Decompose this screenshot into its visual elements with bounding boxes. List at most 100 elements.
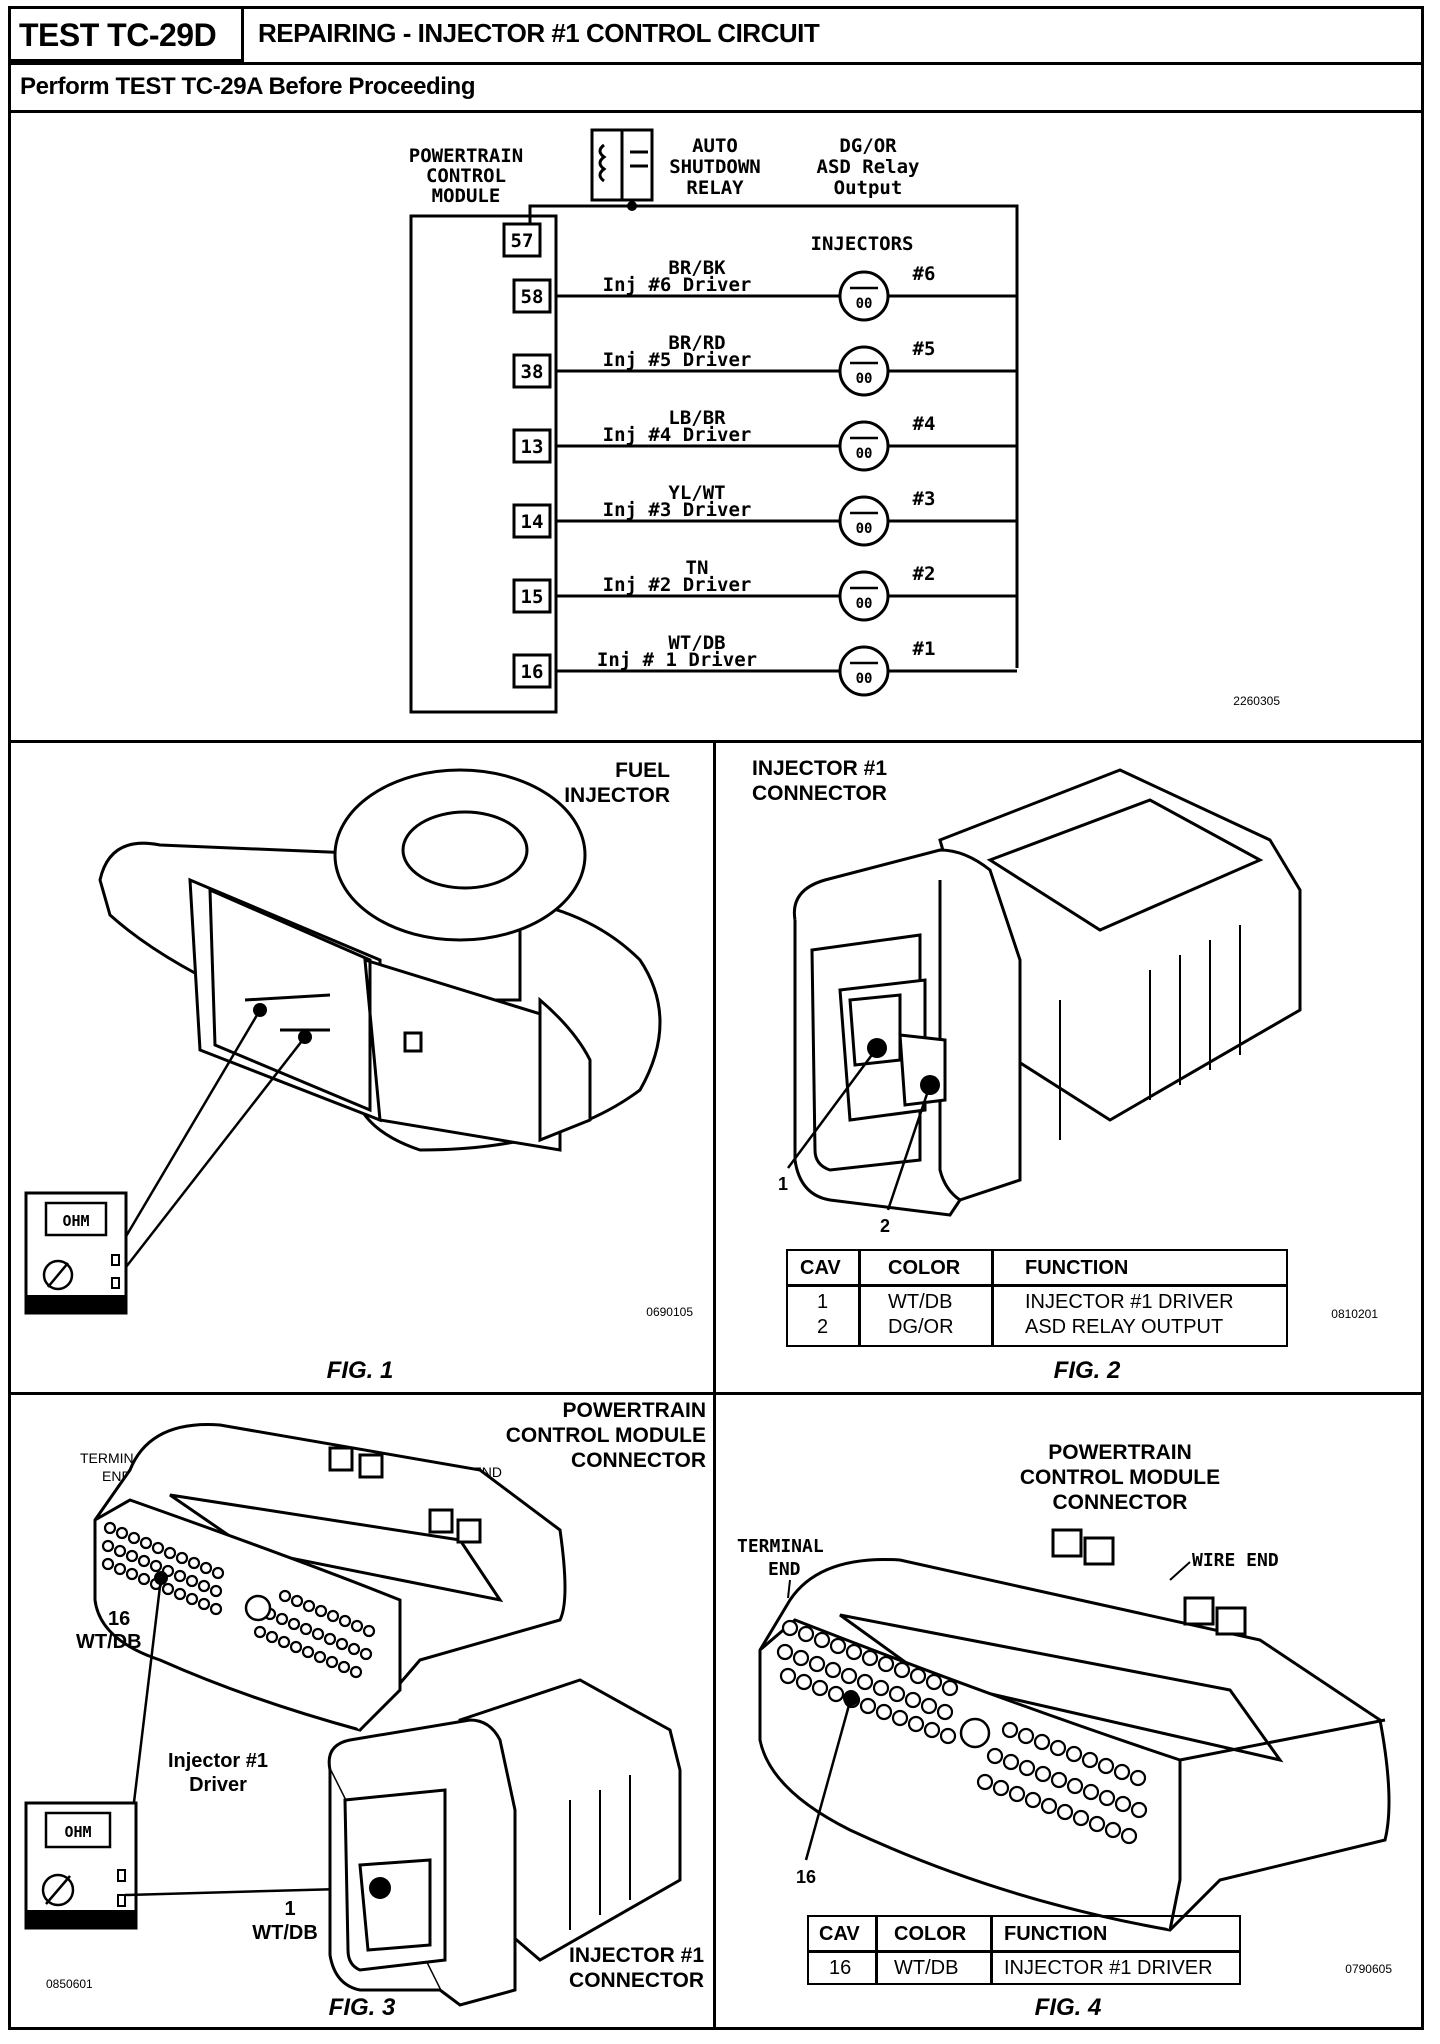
fig3-pin-array [101,1521,376,1679]
connector-pin [861,1649,879,1667]
fig4-image-code: 0790605 [1345,1962,1392,1976]
connector-pin [1129,1769,1147,1787]
connector-pin [1066,1777,1084,1795]
connector-pin [199,1561,213,1575]
connector-pin [265,1630,279,1644]
pin-label: 38 [521,361,544,383]
connector-pin [299,1622,313,1636]
connector-pin [925,1673,943,1691]
connector-pin [277,1635,291,1649]
connector-pin [187,1556,201,1570]
pcm-box [409,214,558,714]
connector-pin [797,1625,815,1643]
connector-pin [1097,1757,1115,1775]
connector-pin [1017,1727,1035,1745]
connector-pin [323,1632,337,1646]
connector-pin [350,1619,364,1633]
fig1-meter-display: OHM [62,1212,89,1230]
connector-pin [137,1572,151,1586]
connector-pin [1024,1791,1042,1809]
connector-pin [289,1640,303,1654]
connector-pin [904,1691,922,1709]
fig2-row1-cav: 1 [817,1291,829,1313]
injector-icon [838,570,890,622]
fig3-injector-label-2: CONNECTOR [569,1969,704,1992]
injector-symbol-text: 00 [856,521,873,537]
pin-label: 16 [521,661,544,683]
connector-pin [139,1536,153,1550]
pin-box [512,428,552,464]
fig2-label-line2: CONNECTOR [752,782,887,805]
injector-number-label: #1 [913,638,936,660]
connector-pin [275,1612,289,1626]
connector-pin [872,1679,890,1697]
connector-pin [359,1647,373,1661]
pin-57-box [502,222,542,258]
pcm-label-2: CONTROL [426,165,506,187]
relay-output-label-2: ASD Relay [817,156,920,178]
fig3-pin-callout-2: WT/DB [76,1631,142,1653]
connector-pin [829,1637,847,1655]
fig3-pcm-label: POWERTRAIN CONTROL MODULE CONNECTOR [470,1398,706,1473]
fig2-label: INJECTOR #1 CONNECTOR [752,756,887,806]
injector-symbol-text: 00 [856,371,873,387]
connector-pin [875,1703,893,1721]
fig4-pin-callout: 16 [796,1867,816,1887]
connector-pin [362,1624,376,1638]
fig2-row1-function: INJECTOR #1 DRIVER [1025,1291,1234,1313]
fig1-probe-lead-1 [110,1009,262,1261]
connector-pin [1120,1827,1138,1845]
connector-pin [891,1709,909,1727]
connector-pin [1056,1803,1074,1821]
connector-pin [347,1642,361,1656]
connector-pin [314,1604,328,1618]
connector-pin [877,1655,895,1673]
connector-pin [1001,1721,1019,1739]
pcm-label-1: POWERTRAIN [409,145,523,167]
connector-pin [301,1645,315,1659]
fig4-caption: FIG. 4 [1035,1994,1102,2021]
connector-pin [338,1614,352,1628]
driver-name-label: Inj #6 Driver [603,274,752,296]
fig4-row1-color: WT/DB [894,1957,959,1979]
connector-pin [856,1673,874,1691]
fig4-wire-end: WIRE END [1192,1550,1279,1571]
connector-pin [253,1625,267,1639]
wire-color-label: LB/BR [668,407,726,429]
connector-pin [101,1539,115,1553]
injector-icon [838,345,890,397]
fig1-ohmmeter-icon: OHM [24,1191,128,1315]
connector-pin [326,1609,340,1623]
connector-pin [845,1643,863,1661]
injectors-label: INJECTORS [811,233,914,255]
fig3-ohmmeter-icon: OHM [24,1801,138,1930]
driver-name-label: Inj #2 Driver [603,574,752,596]
driver-name-label: Inj #3 Driver [603,499,752,521]
driver-name-label: Inj #4 Driver [603,424,752,446]
connector-pin [1113,1763,1131,1781]
fig2-row2-cav: 2 [817,1316,829,1338]
connector-pin [173,1569,187,1583]
connector-pin [1040,1797,1058,1815]
fig1-label: FUEL INJECTOR [540,758,670,808]
fig1-probe-lead-2 [111,1036,306,1286]
relay-output-label-1: DG/OR [839,135,897,157]
injector-icon [838,420,890,472]
fig4-pcm-label-line2: CONTROL MODULE [1019,1466,1221,1489]
connector-pin [185,1574,199,1588]
fig1-image-code: 0690105 [646,1305,693,1319]
connector-pin [1018,1759,1036,1777]
connector-pin [776,1643,794,1661]
schematic-divider [8,740,1424,743]
connector-pin [211,1566,225,1580]
fig4-pcm-label-line1: POWERTRAIN [1048,1441,1192,1464]
connector-pin [313,1650,327,1664]
connector-pin [941,1679,959,1697]
injector-symbol-text: 00 [856,671,873,687]
fig2-header-function: FUNCTION [1025,1257,1129,1279]
connector-pin [311,1627,325,1641]
injector-symbol-text: 00 [856,296,873,312]
